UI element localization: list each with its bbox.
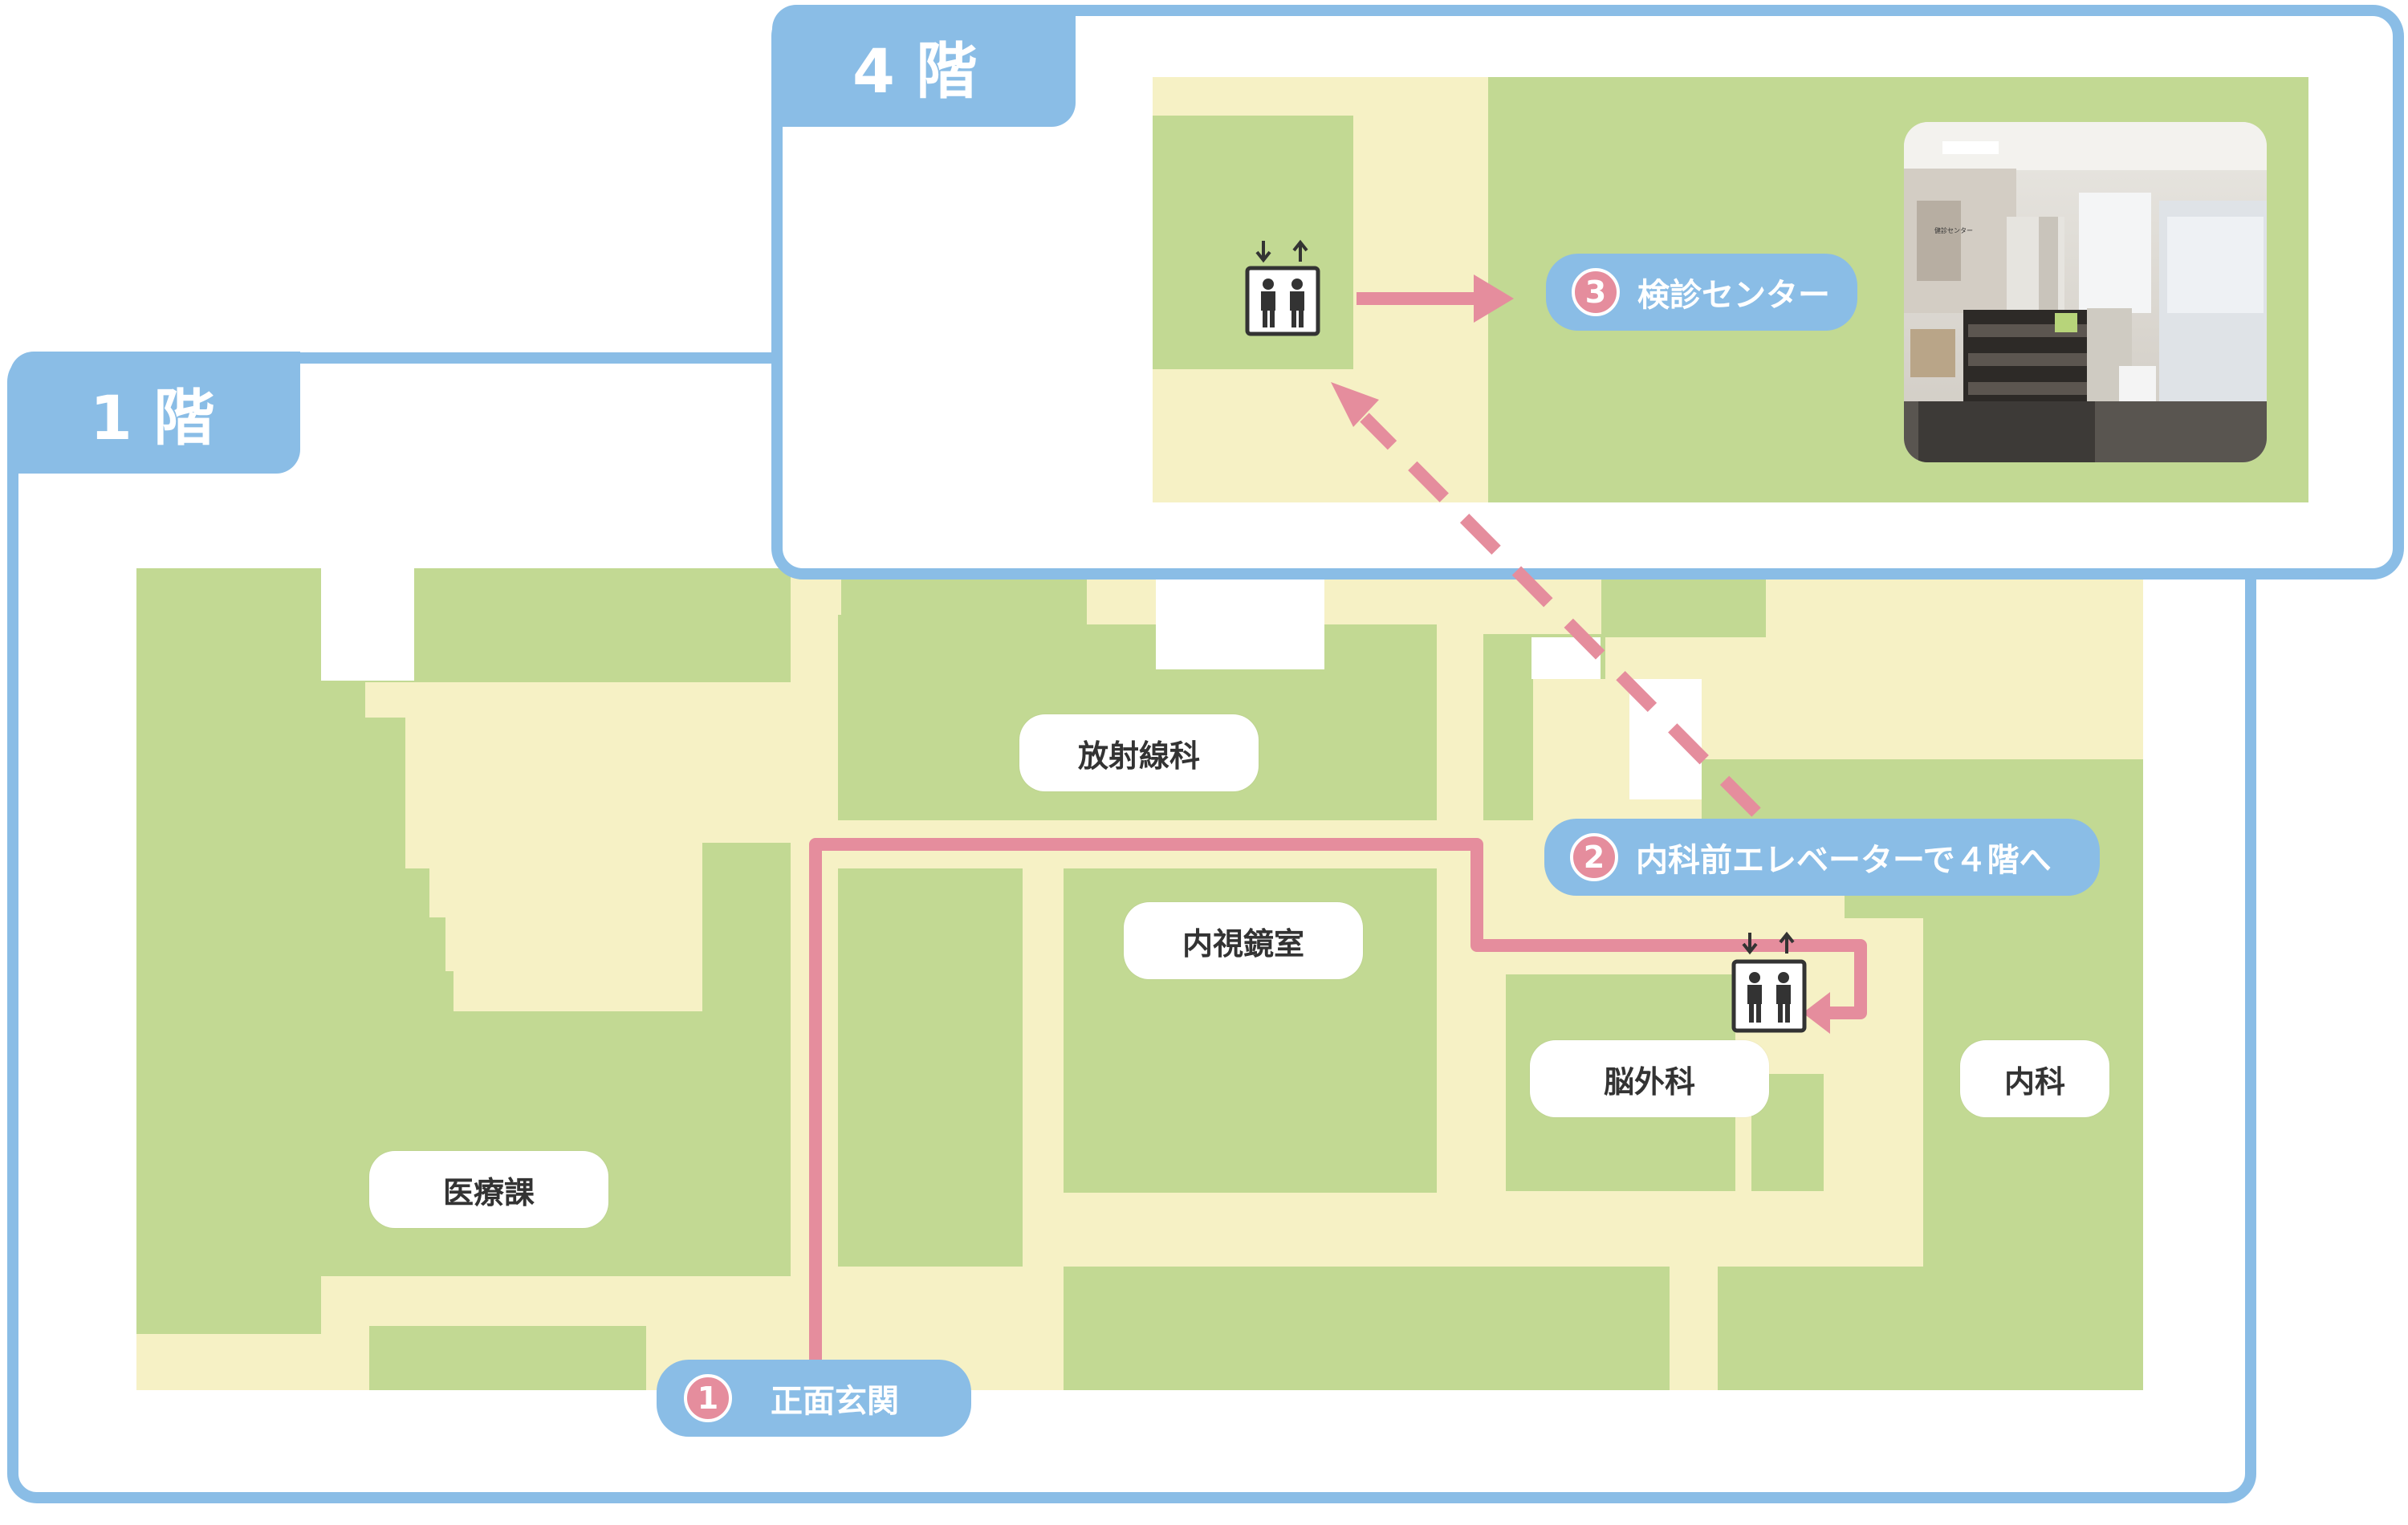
elevator-icon	[1245, 239, 1320, 336]
step-2-elevator: 2 内科前エレベーターで４階へ	[1544, 819, 2100, 896]
photo-sign: 健診センター	[1934, 226, 1973, 234]
step-number-badge: 2	[1570, 833, 1618, 881]
step-number-badge: 1	[684, 1374, 732, 1422]
floor-label: 4 階	[852, 35, 978, 107]
medical-affairs-block	[136, 568, 791, 1334]
elevator-icon	[1731, 931, 1807, 1033]
checkup-center-photo	[1904, 122, 2267, 462]
floor-1-plan	[136, 568, 2143, 1390]
room-label-medical-affairs: 医療課	[369, 1151, 608, 1228]
floor-label: 1 階	[90, 382, 215, 453]
room-label-endoscopy: 内視鏡室	[1124, 902, 1363, 979]
step-label: 内科前エレベーターで４階へ	[1636, 842, 2052, 879]
route-first-floor	[809, 838, 1867, 1371]
floor-tab-4f: 4 階	[772, 5, 1076, 127]
step-number-badge: 3	[1572, 268, 1620, 316]
room-label-radiology: 放射線科	[1019, 714, 1259, 791]
room-label-internal-medicine: 内科	[1960, 1040, 2109, 1117]
floor-tab-1f: 1 階	[10, 352, 300, 474]
bottom-block	[1064, 1267, 1670, 1390]
step-label: 正面玄関	[771, 1383, 899, 1420]
step-label: 検診センター	[1637, 277, 1830, 314]
room-label-neurosurgery: 脳外科	[1530, 1040, 1769, 1117]
small-room	[369, 1326, 646, 1390]
step-3-checkup-center: 3 検診センター	[1546, 254, 1857, 331]
step-1-entrance: 1 正面玄関	[657, 1360, 971, 1437]
route-fourth-floor	[1331, 274, 1761, 817]
